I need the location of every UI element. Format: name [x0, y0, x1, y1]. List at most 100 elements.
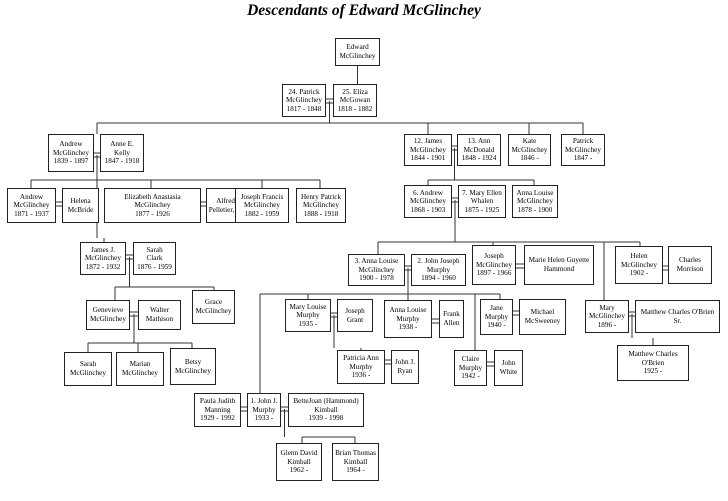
connector-line: [333, 315, 362, 350]
person-text-line: Betsy: [184, 357, 202, 366]
person-text-line: Alfred G.: [216, 196, 244, 205]
spouse-connector: [432, 318, 439, 324]
person-text-line: Marian: [129, 360, 151, 369]
person-text-line: 1877 - 1926: [135, 209, 170, 218]
connector-line: [96, 101, 584, 134]
person-text-line: Brian Thomas: [335, 449, 376, 458]
spouse-connector: [487, 361, 494, 367]
person-text-line: 1940 -: [487, 321, 506, 330]
person-text-line: 1876 - 1959: [137, 262, 172, 271]
person-text-line: 1933 -: [254, 414, 274, 423]
person-text-line: Allen: [443, 319, 460, 327]
spouse-connector: [201, 201, 206, 207]
person-box: John J.Ryan: [391, 350, 419, 384]
person-text-line: Henry Patrick: [300, 192, 342, 201]
person-text-line: Helen: [630, 252, 648, 261]
person-text-line: Patricia Ann: [343, 354, 379, 363]
person-text-line: Pelletier, M.D.: [208, 205, 252, 214]
person-text-line: Marie Helen Guyette: [528, 256, 590, 265]
person-text-line: Clark: [146, 254, 163, 263]
person-text-line: Manning: [204, 405, 231, 414]
person-text-line: McGlinchey: [339, 52, 376, 60]
connector-line: [377, 200, 641, 300]
person-text-line: McGowan: [339, 96, 371, 105]
person-text-line: 1844 - 1901: [410, 154, 446, 163]
person-text-line: Helena: [70, 196, 91, 205]
spouse-connector: [663, 265, 668, 271]
person-text-line: 1942 -: [461, 372, 480, 381]
person-text-line: 1847 -: [573, 154, 593, 163]
person-text-line: McGlinchey: [85, 254, 121, 263]
person-text-line: 1938 -: [398, 323, 418, 332]
person-text-line: 1925 -: [643, 367, 663, 376]
person-text-line: Morrison: [676, 265, 704, 273]
person-text-line: McGlinchey: [621, 260, 657, 269]
spouse-connector: [516, 263, 524, 269]
person-text-line: Murphy: [349, 362, 373, 371]
person-text-line: McGlinchey: [303, 201, 339, 210]
person-text-line: Jane: [490, 304, 503, 313]
person-text-line: Elizabeth Anastasia: [124, 192, 181, 201]
person-text-line: 1868 - 1903: [410, 205, 446, 214]
person-text-line: 1878 - 1900: [517, 205, 553, 214]
person-text-line: McGlinchey: [244, 201, 280, 210]
person-text-line: 1875 - 1925: [464, 205, 500, 214]
person-text-line: Michael: [530, 308, 555, 317]
person-text-line: Murphy: [396, 314, 420, 323]
person-text-line: 1847 - 1918: [104, 157, 140, 166]
person-text-line: Whalen: [470, 197, 494, 206]
person-text-line: Ryan: [397, 367, 413, 375]
person-text-line: 1964 -: [346, 466, 365, 475]
person-text-line: McGlinchey: [134, 201, 171, 210]
person-text-line: Walter: [150, 306, 169, 315]
spouse-connector: [513, 310, 519, 316]
person-text-line: McGlinchey: [358, 265, 395, 274]
person-text-line: Andrew: [19, 192, 44, 201]
person-text-line: McGlinchey: [122, 369, 158, 377]
person-text-line: Sarah: [79, 360, 97, 369]
person-text-line: 1818 - 1882: [337, 104, 373, 113]
person-text-line: 1839 - 1897: [53, 157, 89, 166]
person-text-line: Mathison: [145, 315, 174, 323]
connector-line: [114, 257, 215, 300]
person-text-line: 1. John J.: [250, 397, 278, 406]
person-text-line: 1846 -: [520, 154, 539, 163]
person-text-line: McGlinchey: [410, 197, 446, 206]
person-text-line: Charles: [679, 256, 701, 265]
connector-line: [284, 409, 356, 443]
connector-line: [631, 314, 654, 345]
person-text-line: Kimball: [343, 457, 368, 466]
person-text-line: McGlinchey: [511, 145, 548, 154]
person-text-line: O'Brien: [641, 358, 665, 367]
person-text-line: McGlinchey: [175, 366, 211, 375]
person-text-line: Joseph Francis: [240, 192, 284, 201]
person-text-line: BetteJoan (Hammond): [293, 397, 359, 406]
person-text-line: Glenn David: [280, 449, 318, 458]
